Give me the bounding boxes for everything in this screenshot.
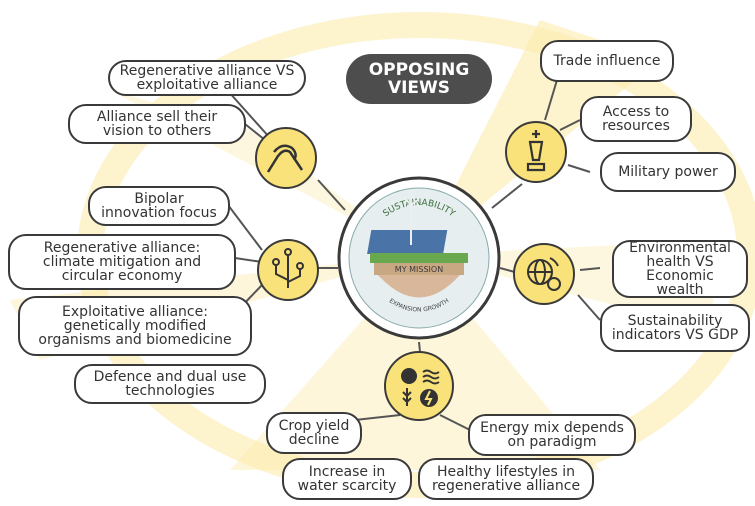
title-line-2: VIEWS: [387, 78, 451, 98]
globe-coin-icon: [513, 243, 575, 305]
topic-exploitative-gmo: Exploitative alliance: genetically modif…: [18, 296, 252, 356]
sustainability-mission-badge: SUSTAINABILITY MY MISSION EXPANSION GROW…: [337, 176, 501, 340]
topic-access-to-resources: Access to resources: [580, 96, 692, 142]
topic-bipolar-innovation: Bipolar innovation focus: [88, 186, 230, 226]
topic-water-scarcity: Increase in water scarcity: [282, 458, 412, 500]
topic-environment-vs-wealth: Environmental health VS Economic wealth: [612, 240, 748, 298]
title-line-1: OPPOSING: [368, 60, 470, 80]
topic-crop-yield: Crop yield decline: [266, 412, 362, 454]
topic-regenerative-climate: Regenerative alliance: climate mitigatio…: [8, 234, 236, 290]
topic-military-power: Military power: [600, 152, 736, 192]
topic-alliance-sell-vision: Alliance sell their vision to others: [68, 104, 246, 144]
page-title: OPPOSING VIEWS: [346, 54, 492, 104]
topic-regenerative-vs-exploitative: Regenerative alliance VS exploitative al…: [108, 60, 306, 96]
food-water-energy-icon: [384, 351, 454, 421]
circuit-icon: [257, 239, 319, 301]
topic-defence-dual-use: Defence and dual use technologies: [74, 364, 266, 404]
topic-healthy-lifestyles: Healthy lifestyles in regenerative allia…: [418, 458, 594, 500]
topic-energy-mix: Energy mix depends on paradigm: [468, 414, 636, 456]
badge-ribbon: MY MISSION: [395, 265, 443, 274]
topic-indicators-vs-gdp: Sustainability indicators VS GDP: [600, 304, 750, 352]
chess-king-icon: [505, 121, 567, 183]
topic-trade-influence: Trade influence: [540, 40, 674, 82]
handshake-icon: [255, 127, 317, 189]
